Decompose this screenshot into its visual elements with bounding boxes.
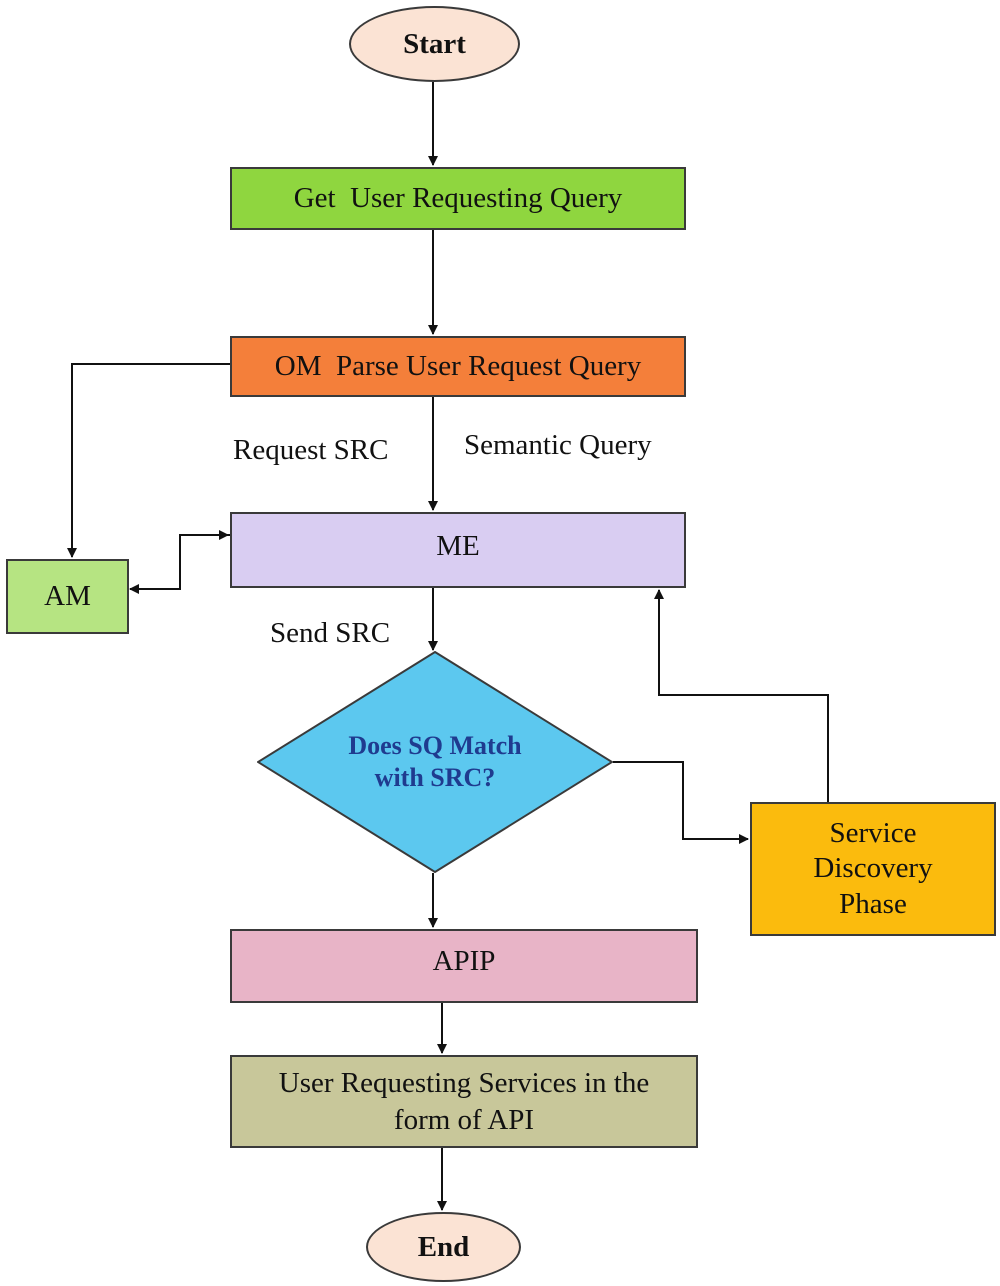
apip-node: APIP xyxy=(230,929,698,1003)
arrow-me-to-am xyxy=(129,534,230,594)
semantic-query-label: Semantic Query xyxy=(464,429,652,461)
me-label: ME xyxy=(436,530,480,562)
request-src-label: Request SRC xyxy=(233,434,389,466)
service-discovery-node: Service Discovery Phase xyxy=(750,802,996,936)
apip-label: APIP xyxy=(432,945,496,977)
user-services-label: User Requesting Services in the form of … xyxy=(278,1067,650,1136)
user-services-node: User Requesting Services in the form of … xyxy=(230,1055,698,1148)
om-parse-node: OM Parse User Request Query xyxy=(230,336,686,397)
start-label: Start xyxy=(403,27,466,60)
get-query-node: Get User Requesting Query xyxy=(230,167,686,230)
arrow-om-parse-to-am xyxy=(67,363,230,558)
start-node: Start xyxy=(349,6,520,82)
arrow-service-discovery-to-me xyxy=(654,589,829,802)
decision-diamond-shape xyxy=(256,650,614,874)
arrow-decision-to-service-discovery xyxy=(613,761,749,844)
om-parse-label: OM Parse User Request Query xyxy=(274,350,642,383)
send-src-label: Send SRC xyxy=(270,617,391,649)
am-label: AM xyxy=(44,580,91,613)
me-node: ME xyxy=(230,512,686,588)
service-discovery-label: Service Discovery Phase xyxy=(813,816,933,920)
end-node: End xyxy=(366,1212,521,1282)
get-query-label: Get User Requesting Query xyxy=(293,182,623,215)
decision-node: Does SQ Match with SRC? xyxy=(256,650,614,874)
end-label: End xyxy=(417,1230,470,1263)
am-node: AM xyxy=(6,559,129,634)
